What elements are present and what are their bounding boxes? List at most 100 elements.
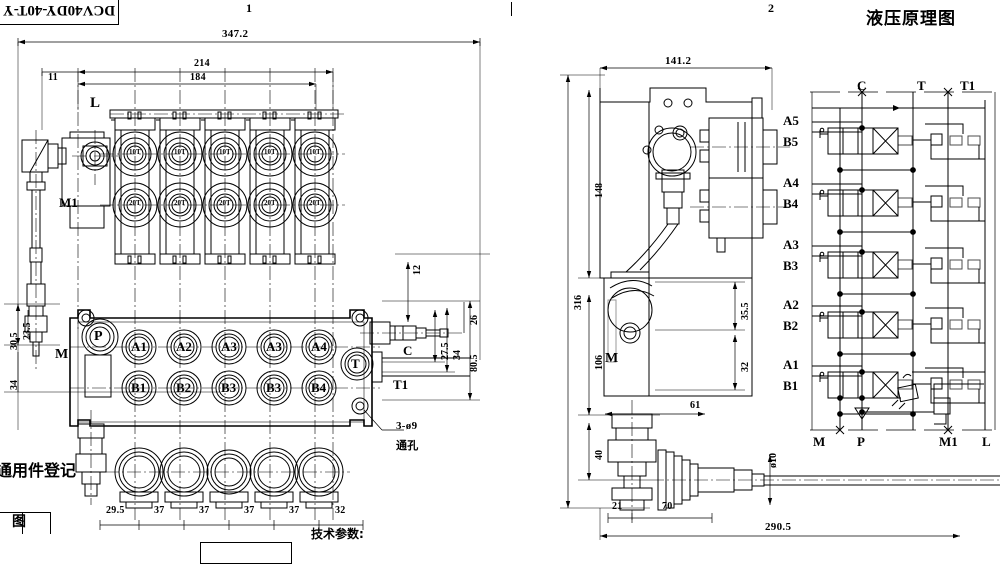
schematic-port-C: C [857,78,867,93]
port-C-relief [360,321,465,345]
common-parts-label: 通用件登记 [0,461,77,480]
dim-70: 70 [662,501,673,512]
zone-marker-2: 2 [768,1,774,15]
zone-marker-1: 1 [246,1,252,15]
dim-bottom-chain [99,520,364,530]
schematic-port-M: M [813,434,826,449]
side-view-group [560,65,1000,540]
side-label-port-M: M [605,351,619,366]
dim-span-184: 184 [190,72,206,83]
bottom-ports [105,447,350,509]
dim-offset-11: 11 [48,72,59,83]
schematic-port-B2: B2 [783,318,799,333]
port-label-A1: A1 [131,339,147,354]
port-label-B2: B2 [176,380,192,395]
dim-21: 21 [612,501,623,512]
label-port-M: M [55,347,69,362]
schematic-port-A2: A2 [783,297,799,312]
schematic-port-T1: T1 [960,78,976,93]
side-dim-group [560,74,960,540]
schematic-port-A1: A1 [783,357,799,372]
coil-marking-7: 20T [174,199,186,207]
main-relief-valve [837,373,919,410]
schematic-port-A3: A3 [783,237,799,252]
schematic-port-B4: B4 [783,196,799,211]
schematic-port-B3: B3 [783,258,799,273]
port-label-P: P [94,329,103,344]
label-port-L: L [90,95,101,111]
front-view-group [4,38,490,530]
valve-body-outline [69,309,373,427]
p-port-check [854,407,870,430]
valve-section-4 [812,183,985,235]
port-L-fitting [72,130,118,185]
coil-marking-9: 20T [264,199,276,207]
dim-width-141: 141.2 [665,55,692,67]
schematic-port-A5: A5 [783,113,799,128]
hole-note-leader [363,409,404,431]
lower-lever-assembly [607,400,1000,520]
dim-11 [41,68,78,130]
trace-label: 描 图 [0,514,26,530]
dim-left-vertical [4,303,220,393]
dim-spacing-2: 37 [199,505,210,516]
port-M-body [84,354,112,398]
schematic-group [810,87,996,435]
port-label-B1: B1 [131,380,147,395]
hole-note-size: 3-ø9 [396,420,418,432]
front-view-graphics [4,38,490,530]
port-T1-plate [371,351,470,383]
port-label-B4: B4 [311,380,327,395]
dim-61: 61 [690,400,701,411]
label-port-M1: M1 [59,195,78,210]
schematic-port-B1: B1 [783,378,799,393]
schematic-port-M1: M1 [939,434,958,449]
coil-marking-2: 10T [174,148,186,156]
hole-note-type: 通孔 [396,439,419,452]
schematic-port-L: L [982,434,991,449]
coil-marking-3: 10T [219,148,231,156]
trace-block: 描 图 [0,512,50,535]
zone-divider-tick [511,2,512,16]
dim-span-214: 214 [194,58,210,69]
top-rail [109,109,339,119]
valve-section-5 [812,121,985,173]
valve-section-3 [812,245,985,297]
coil-marking-4: 10T [264,148,276,156]
part-number-block: DCV40DY-40T-Y [0,0,119,25]
port-label-A3: A3 [221,339,237,354]
coil-marking-8: 20T [219,199,231,207]
port-label-A4: A4 [311,339,327,354]
schematic-title: 液压原理图 [866,9,956,29]
port-label-B3: B3 [221,380,237,395]
valve-section-1 [812,365,985,417]
dim-spacing-1: 37 [154,505,165,516]
schematic-graphics [810,87,996,435]
coil-marking-10: 20T [309,199,321,207]
inlet-elbow-fitting [21,130,67,370]
dim-spacing-5: 32 [335,505,346,516]
side-view-graphics [560,65,1000,540]
dim-spacing-3: 37 [244,505,255,516]
port-label-A2: A2 [176,339,192,354]
coil-marking-6: 20T [129,199,141,207]
lower-fitting-M [75,410,107,505]
port-T [340,347,374,381]
port-label-B3b: B3 [266,380,282,395]
dim-overall-width: 347.2 [222,28,249,40]
port-label-A3b: A3 [266,339,282,354]
schematic-port-T: T [917,78,926,93]
schematic-port-B5: B5 [783,134,799,149]
dim-spacing-0: 29.5 [106,505,125,516]
trace-divider [22,512,23,534]
handle-ring [642,125,697,225]
port-label-T1: T1 [393,377,409,392]
schematic-port-P: P [857,434,865,449]
dim-right-vertical [382,253,490,401]
pilot-block [933,383,984,430]
port-label-C: C [403,343,413,358]
trace-divider-2 [50,512,51,534]
side-solenoid-lower [690,177,790,253]
coil-marking-1: 10T [129,148,141,156]
